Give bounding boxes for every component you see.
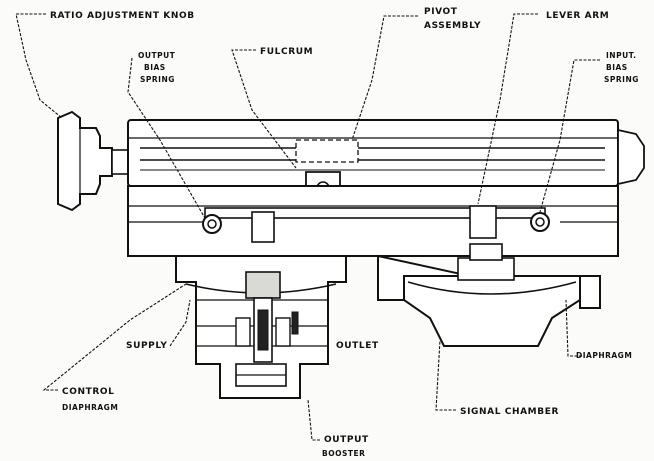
label-supply: SUPPLY <box>126 341 167 351</box>
label-output-bias-spring-line1: OUTPUT <box>138 51 176 60</box>
labels: RATIO ADJUSTMENT KNOB PIVOT ASSEMBLY LEV… <box>50 7 639 458</box>
label-ratio-adjustment-knob: RATIO ADJUSTMENT KNOB <box>50 11 195 21</box>
label-pivot-assembly-line2: ASSEMBLY <box>424 21 481 31</box>
label-outlet: OUTLET <box>336 341 379 351</box>
label-output-booster-line1: OUTPUT <box>324 435 369 445</box>
label-lever-arm: LEVER ARM <box>546 11 609 21</box>
label-fulcrum: FULCRUM <box>260 47 313 57</box>
label-output-booster-line2: BOOSTER <box>322 449 365 458</box>
middle-body <box>127 185 619 257</box>
label-diaphragm: DIAPHRAGM <box>576 351 632 360</box>
label-signal-chamber: SIGNAL CHAMBER <box>460 407 559 417</box>
label-control-diaphragm-line2: DIAPHRAGM <box>62 403 118 412</box>
label-output-bias-spring-line3: SPRING <box>140 75 175 84</box>
ratio-adjustment-knob <box>57 110 131 212</box>
label-input-bias-spring-line2: BIAS <box>606 63 628 72</box>
output-booster-body <box>175 255 347 399</box>
label-input-bias-spring-line3: SPRING <box>604 75 639 84</box>
leader-lines <box>15 13 600 441</box>
upper-housing <box>127 119 645 187</box>
label-pivot-assembly-line1: PIVOT <box>424 7 458 17</box>
label-output-bias-spring-line2: BIAS <box>144 63 166 72</box>
signal-chamber-body <box>377 243 601 347</box>
label-control-diaphragm-line1: CONTROL <box>62 387 114 397</box>
label-input-bias-spring-line1: INPUT. <box>606 51 636 60</box>
